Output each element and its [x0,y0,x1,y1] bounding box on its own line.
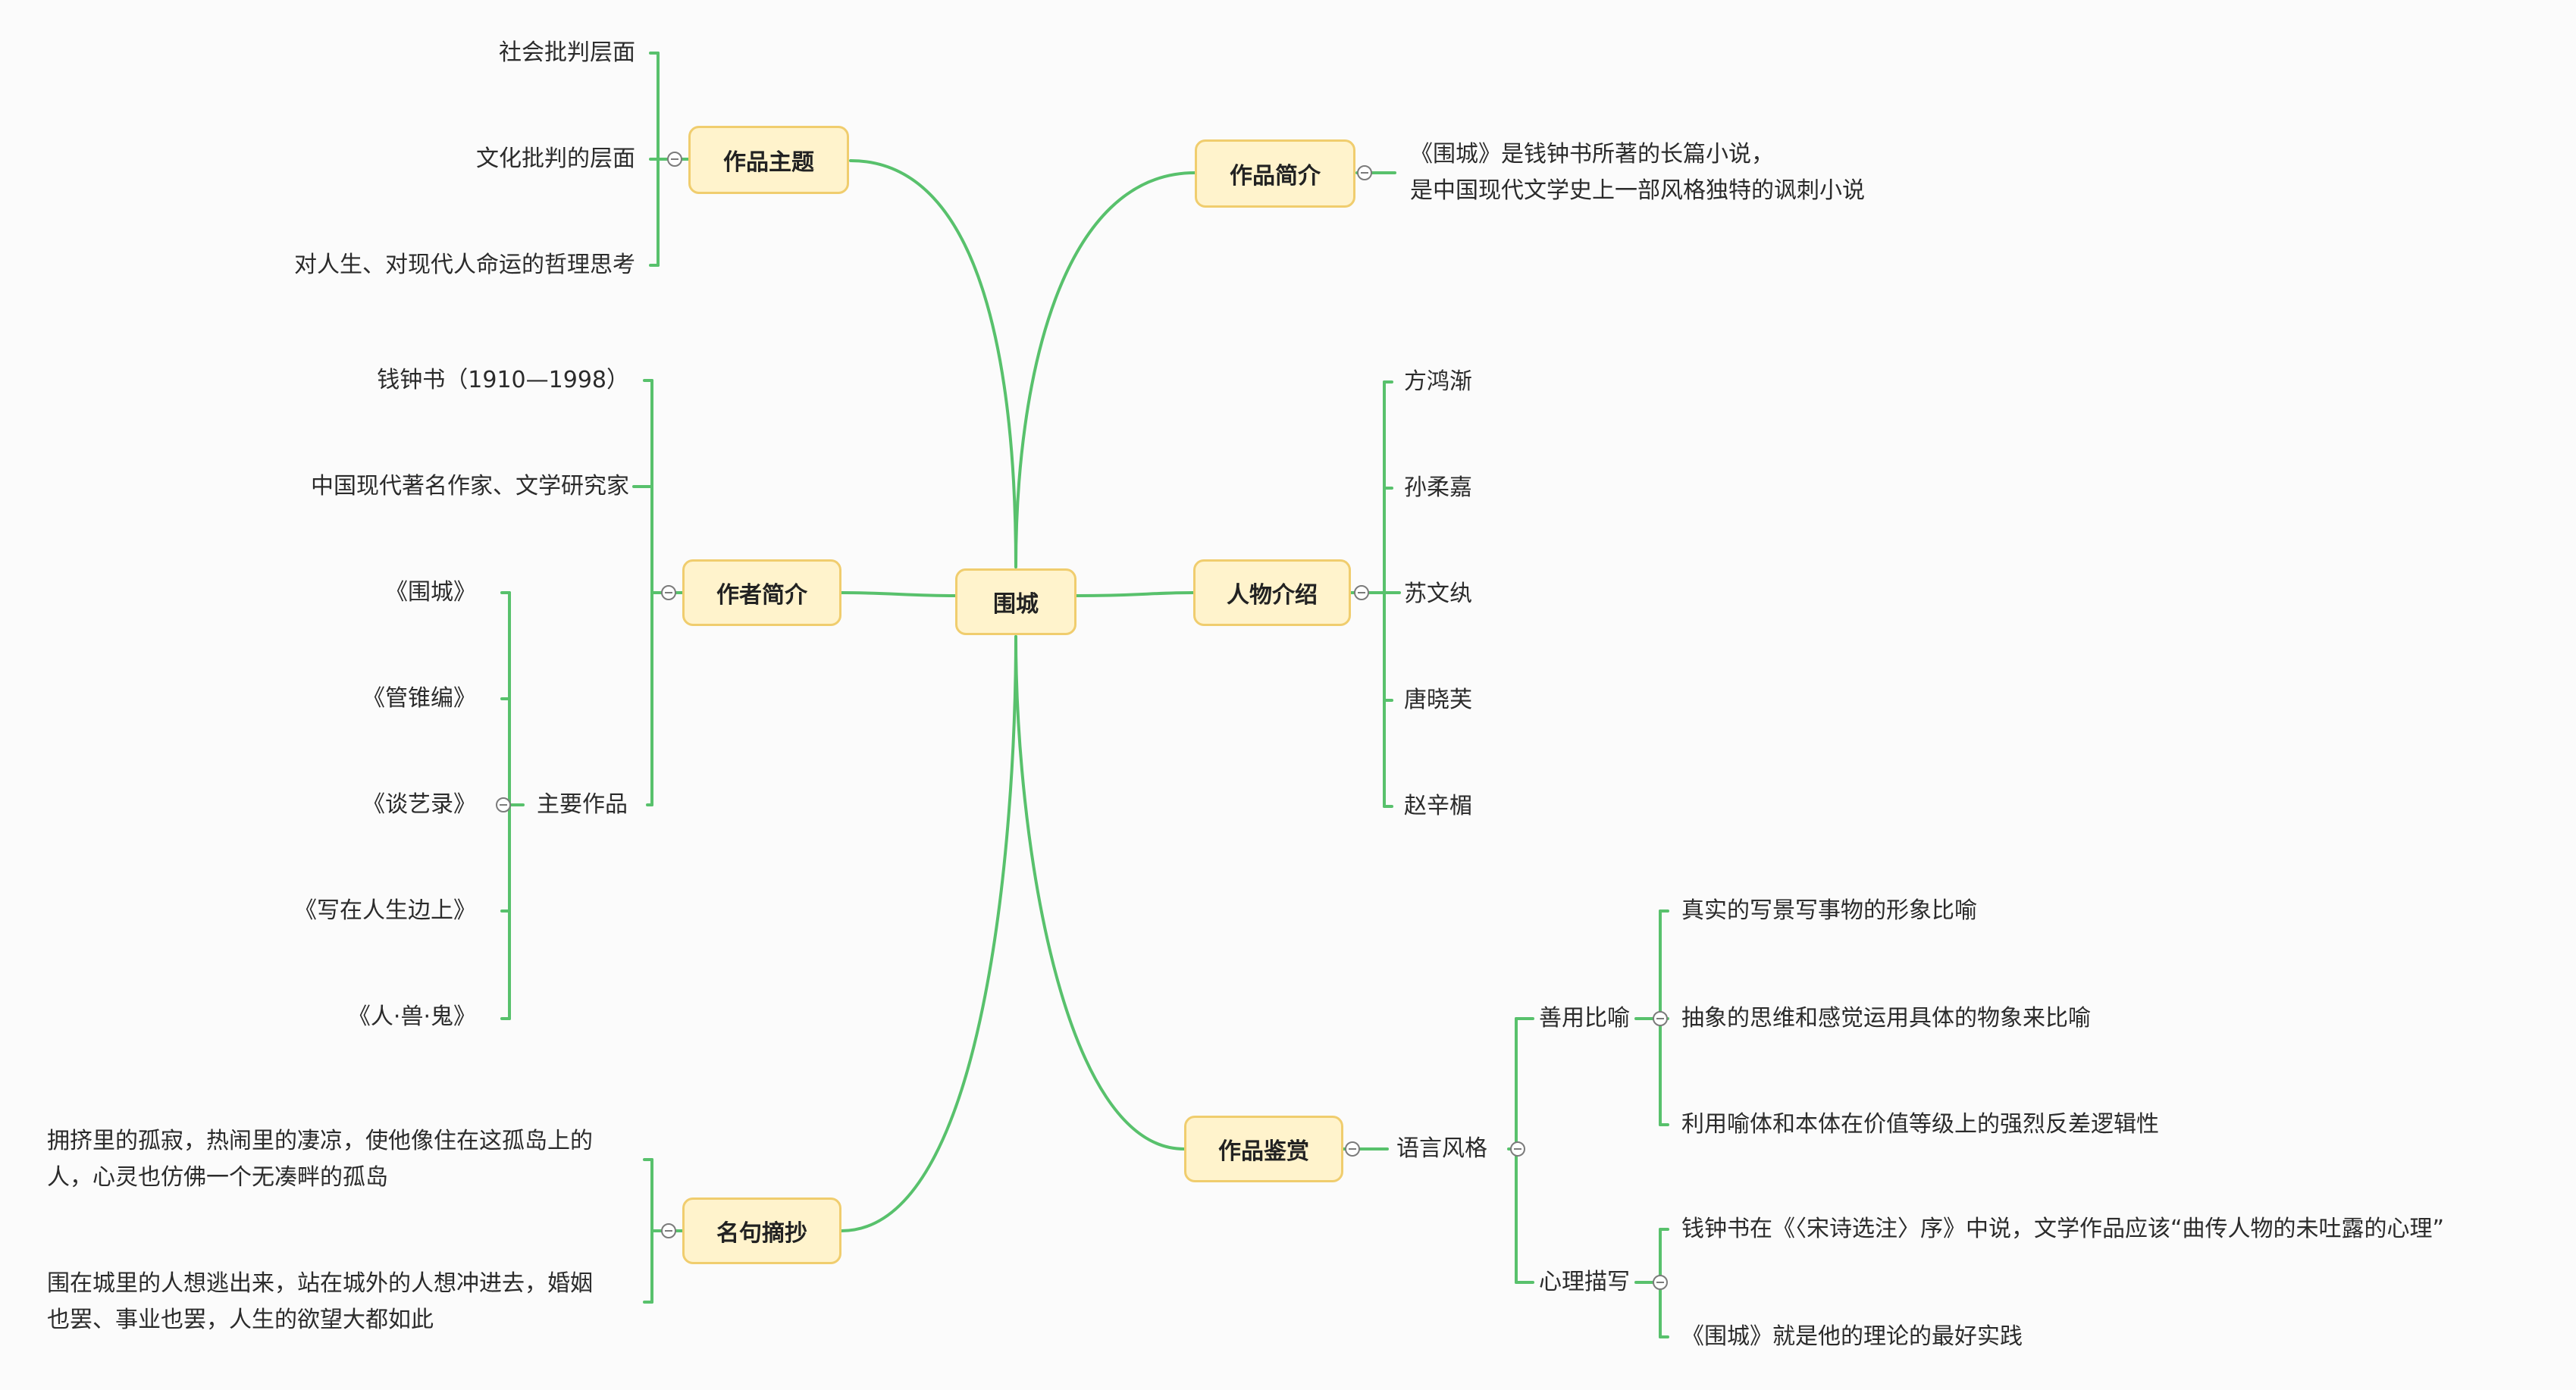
topic-theme[interactable]: 作品主题 [688,126,849,194]
topic-author[interactable]: 作者简介 [682,559,841,626]
character-item[interactable]: 唐晓芙 [1404,687,1472,713]
collapse-quotes-icon[interactable] [661,1223,676,1238]
collapse-works-icon[interactable] [496,797,511,812]
author-item[interactable]: 钱钟书（1910—1998） [377,367,629,393]
intro-text[interactable]: 《围城》是钱钟书所著的长篇小说， 是中国现代文学史上一部风格独特的讽刺小说 [1410,141,1865,204]
collapse-style-icon[interactable] [1510,1141,1525,1157]
collapse-author-icon[interactable] [661,585,676,600]
collapse-metaphor-icon[interactable] [1653,1011,1668,1026]
work-item[interactable]: 《谈艺录》 [362,791,476,818]
collapse-intro-icon[interactable] [1357,165,1372,180]
central-topic[interactable]: 围城 [955,568,1076,635]
character-item[interactable]: 苏文纨 [1404,581,1472,607]
psychology-item[interactable]: 《围城》就是他的理论的最好实践 [1681,1323,2023,1350]
link-appreciation [1014,635,1186,1151]
style-label[interactable]: 语言风格 [1396,1135,1487,1162]
theme-item[interactable]: 文化批判的层面 [476,146,635,172]
psychology-label[interactable]: 心理描写 [1539,1269,1630,1295]
collapse-characters-icon[interactable] [1354,585,1369,600]
quote-item[interactable]: 拥挤里的孤寂，热闹里的凄凉，使他像住在这孤岛上的 人，心灵也仿佛一个无凑畔的孤岛 [47,1128,593,1191]
work-item[interactable]: 《围城》 [385,579,476,606]
character-item[interactable]: 赵辛楣 [1404,793,1472,819]
collapse-psychology-icon[interactable] [1653,1275,1668,1290]
link-author [840,591,957,597]
collapse-appreciation-icon[interactable] [1345,1141,1360,1157]
quote-item[interactable]: 围在城里的人想逃出来，站在城外的人想冲进去，婚姻 也罢、事业也罢，人生的欲望大都… [47,1270,593,1333]
link-quotes [840,635,1017,1232]
link-intro [1014,171,1196,568]
theme-item[interactable]: 社会批判层面 [499,39,635,66]
topic-appreciation[interactable]: 作品鉴赏 [1184,1116,1343,1182]
author-item[interactable]: 中国现代著名作家、文学研究家 [311,473,629,499]
collapse-theme-icon[interactable] [667,152,682,167]
metaphor-label[interactable]: 善用比喻 [1539,1005,1630,1032]
work-item[interactable]: 《人·兽·鬼》 [347,1003,476,1030]
topic-quotes[interactable]: 名句摘抄 [682,1197,841,1264]
metaphor-item[interactable]: 真实的写景写事物的形象比喻 [1681,897,1977,924]
link-characters [1075,591,1195,597]
metaphor-item[interactable]: 抽象的思维和感觉运用具体的物象来比喻 [1681,1005,2091,1032]
topic-intro[interactable]: 作品简介 [1195,139,1355,208]
theme-item[interactable]: 对人生、对现代人命运的哲理思考 [294,252,635,278]
work-item[interactable]: 《写在人生边上》 [294,897,476,924]
character-item[interactable]: 孙柔嘉 [1404,474,1472,501]
topic-characters[interactable]: 人物介绍 [1193,559,1351,626]
character-item[interactable]: 方鸿渐 [1404,368,1472,395]
works-label[interactable]: 主要作品 [537,791,628,818]
link-theme [849,159,1017,568]
work-item[interactable]: 《管锥编》 [362,685,476,712]
psychology-item[interactable]: 钱钟书在《〈宋诗选注〉序》中说，文学作品应该“曲传人物的未吐露的心理” [1681,1216,2445,1242]
metaphor-item[interactable]: 利用喻体和本体在价值等级上的强烈反差逻辑性 [1681,1111,2159,1138]
